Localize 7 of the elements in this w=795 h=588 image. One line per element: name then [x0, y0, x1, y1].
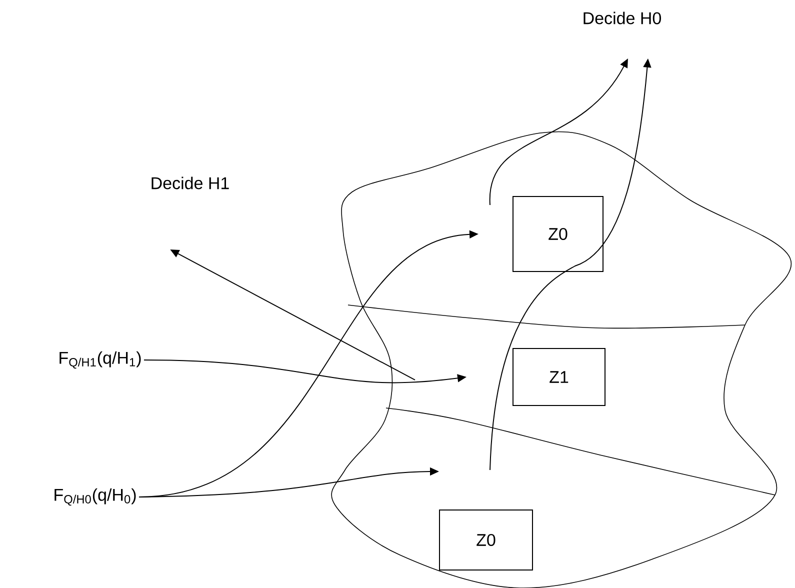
node-label: F$_{Q/H0}$(q/H$_{0}$)	[54, 488, 136, 506]
zone-box: Z0	[439, 510, 533, 570]
node-label: Decide H1	[152, 176, 229, 190]
zone-box: Z1	[512, 348, 606, 406]
node-label: Decide H0	[584, 12, 661, 24]
node-label: F$_{Q/H1}$(q/H$_{1}$)	[60, 351, 141, 369]
zone-box: Z0	[512, 196, 604, 272]
